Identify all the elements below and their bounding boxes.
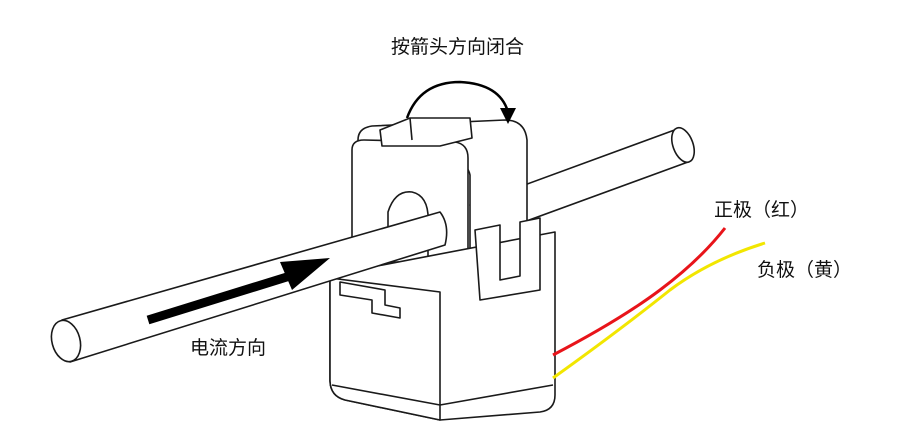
- negative-wire: [552, 241, 766, 380]
- clip-latch: [474, 217, 541, 301]
- clamp-top-tab: [379, 117, 473, 147]
- close-direction-label: 按箭头方向闭合: [391, 36, 525, 58]
- close-direction-arrow: [405, 80, 516, 124]
- ct-body-bottom-rim: [331, 384, 554, 406]
- current-direction-label: 电流方向: [190, 337, 267, 359]
- negative-wire-label: 负极（黄）: [757, 259, 853, 281]
- positive-wire-label: 正极（红）: [714, 199, 810, 221]
- positive-wire: [552, 227, 727, 357]
- ct-body-front: [329, 277, 441, 421]
- slot: [339, 281, 401, 319]
- current-direction-arrow: [146, 258, 330, 325]
- tab-edge: [409, 117, 413, 141]
- rod-right-end: [670, 126, 696, 164]
- rod-left-end: [50, 319, 82, 363]
